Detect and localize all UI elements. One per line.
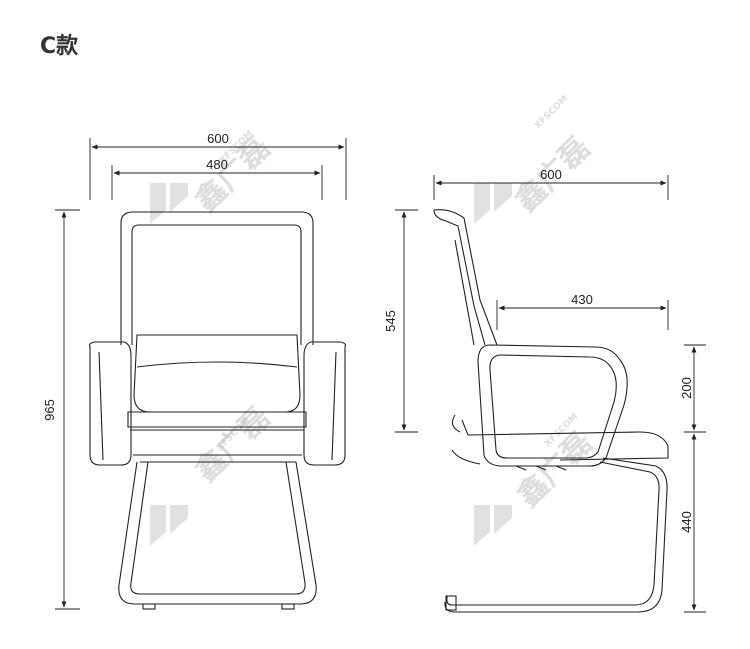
side-backrest — [433, 209, 486, 346]
front-backrest-frame — [120, 211, 314, 345]
front-seat-base — [127, 411, 307, 428]
label-side-seat-height: 440 — [679, 511, 694, 533]
label-side-overall-depth: 600 — [540, 167, 562, 182]
side-view — [433, 209, 669, 613]
label-side-back-height: 545 — [383, 310, 398, 332]
watermark-site-2: XFSCOM — [533, 94, 570, 131]
watermark-logo-4 — [474, 505, 512, 546]
side-mechanism — [515, 465, 567, 471]
dimension-lines — [55, 138, 706, 613]
watermark-logo-3 — [474, 183, 512, 224]
front-right-armrest — [303, 341, 346, 466]
label-side-arm-height: 200 — [679, 377, 694, 399]
front-left-armrest — [89, 341, 132, 466]
watermark-logo-1 — [150, 183, 188, 224]
front-sled-base — [118, 461, 317, 605]
label-front-seat-width: 480 — [206, 157, 228, 172]
side-seat — [461, 419, 669, 461]
front-seat-cushion — [133, 334, 301, 413]
page-title: C款 — [40, 34, 79, 59]
side-armrest — [477, 344, 628, 467]
watermark-brand-2: 鑫广磊 — [189, 401, 277, 489]
side-sled-front — [451, 449, 481, 465]
label-front-overall-width: 600 — [207, 131, 229, 146]
front-backrest-mesh — [131, 224, 302, 345]
label-side-seat-depth: 430 — [571, 292, 593, 307]
side-sled-base — [446, 461, 660, 606]
front-view — [89, 211, 346, 610]
watermark-logo-2 — [150, 505, 188, 546]
label-front-overall-height: 965 — [42, 399, 57, 421]
